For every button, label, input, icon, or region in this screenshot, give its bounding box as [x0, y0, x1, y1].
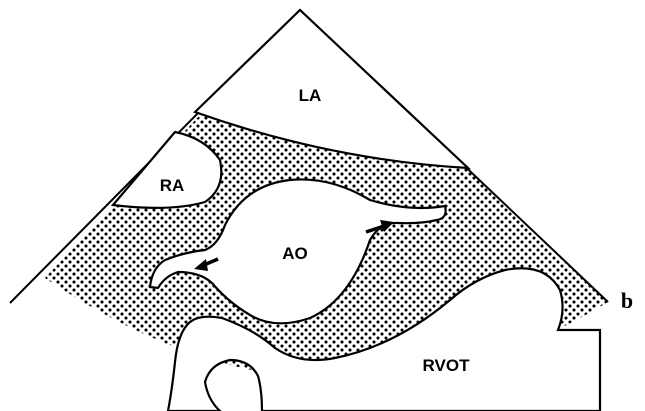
- panel-label: b: [621, 288, 633, 313]
- label-rvot: RVOT: [423, 356, 471, 375]
- label-ao: AO: [282, 244, 308, 263]
- right-atrium-cavity: [113, 132, 221, 208]
- label-la: LA: [299, 86, 322, 105]
- label-ra: RA: [160, 176, 185, 195]
